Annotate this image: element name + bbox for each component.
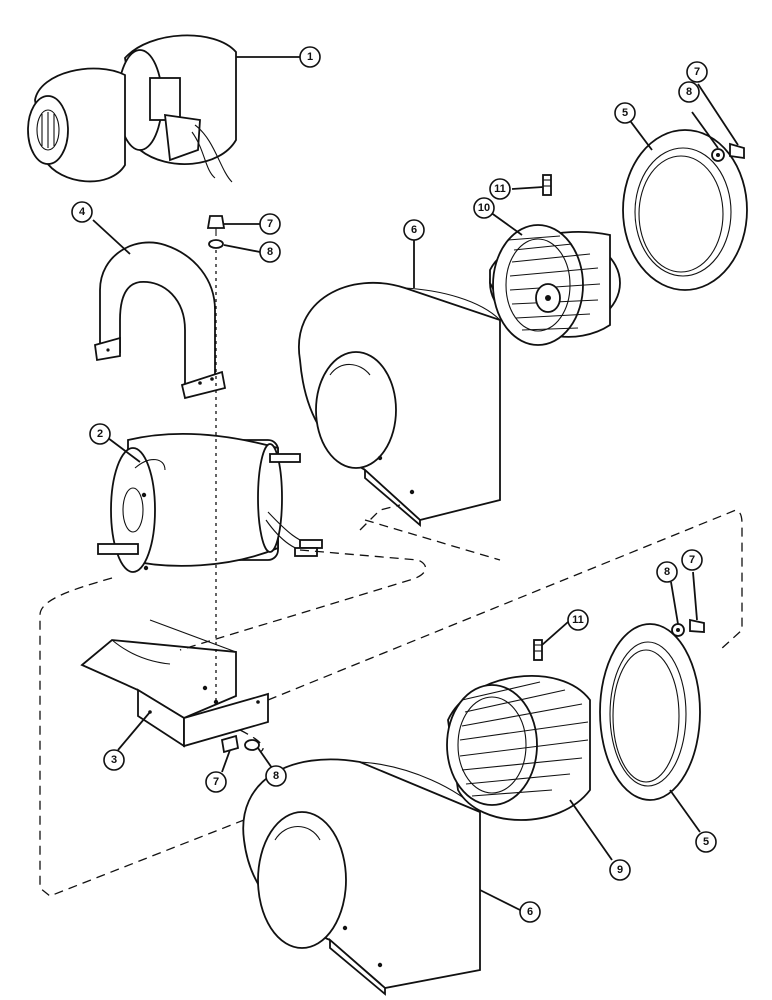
callout-9: 9 — [609, 859, 631, 881]
svg-text:5: 5 — [622, 107, 628, 119]
inlet-ring-upper — [622, 117, 748, 291]
callout-2: 2 — [89, 423, 111, 445]
fastener-lower-right — [670, 571, 705, 637]
callout-3: 3 — [103, 749, 125, 771]
callout-1: 1 — [299, 46, 321, 68]
svg-text:8: 8 — [664, 566, 670, 578]
callout-7-strap: 7 — [259, 213, 281, 235]
motor-mount-plate — [80, 619, 269, 751]
assembly-dashed-lines — [39, 504, 743, 897]
svg-text:11: 11 — [494, 183, 506, 195]
svg-text:8: 8 — [267, 246, 273, 258]
callout-11-upper: 11 — [489, 178, 511, 200]
callout-4: 4 — [71, 201, 93, 223]
blower-wheel-upper — [489, 211, 621, 346]
motor-strap-bracket — [92, 219, 227, 400]
blower-wheel-lower — [446, 675, 613, 861]
svg-text:5: 5 — [703, 836, 709, 848]
callout-8-upper-right: 8 — [678, 81, 700, 103]
svg-text:7: 7 — [694, 66, 700, 78]
callout-8-strap: 8 — [259, 241, 281, 263]
callout-7-upper-right: 7 — [686, 61, 708, 83]
blower-housing-lower — [242, 758, 521, 996]
callout-8-lower-right: 8 — [656, 561, 678, 583]
svg-text:10: 10 — [478, 202, 490, 214]
blower-housing-upper — [298, 240, 501, 527]
fastener-strap — [206, 215, 261, 253]
set-screw-upper — [511, 174, 552, 196]
svg-text:7: 7 — [267, 218, 273, 230]
callout-5-lower: 5 — [695, 831, 717, 853]
callout-10: 10 — [473, 197, 495, 219]
set-screw-lower — [533, 621, 569, 661]
blower-motor — [97, 433, 323, 573]
callout-6-upper: 6 — [403, 219, 425, 241]
svg-text:8: 8 — [686, 86, 692, 98]
svg-text:1: 1 — [307, 51, 313, 63]
callout-5-upper: 5 — [614, 102, 636, 124]
svg-text:7: 7 — [213, 776, 219, 788]
svg-text:7: 7 — [689, 554, 695, 566]
svg-text:4: 4 — [79, 206, 86, 218]
svg-text:11: 11 — [572, 614, 584, 626]
svg-text:3: 3 — [111, 754, 117, 766]
callout-7-lower-right: 7 — [681, 549, 703, 571]
svg-text:6: 6 — [411, 224, 417, 236]
callout-11-lower: 11 — [567, 609, 589, 631]
fastener-mount-lower — [220, 734, 273, 773]
fastener-upper-right — [691, 83, 745, 162]
callout-8-lower: 8 — [265, 765, 287, 787]
svg-text:6: 6 — [527, 906, 533, 918]
inlet-ring-lower — [599, 623, 701, 833]
svg-text:2: 2 — [97, 428, 103, 440]
blower-assembly — [27, 34, 300, 183]
callout-6-lower: 6 — [519, 901, 541, 923]
svg-text:8: 8 — [273, 770, 279, 782]
svg-text:9: 9 — [617, 864, 623, 876]
callout-7-lower: 7 — [205, 771, 227, 793]
